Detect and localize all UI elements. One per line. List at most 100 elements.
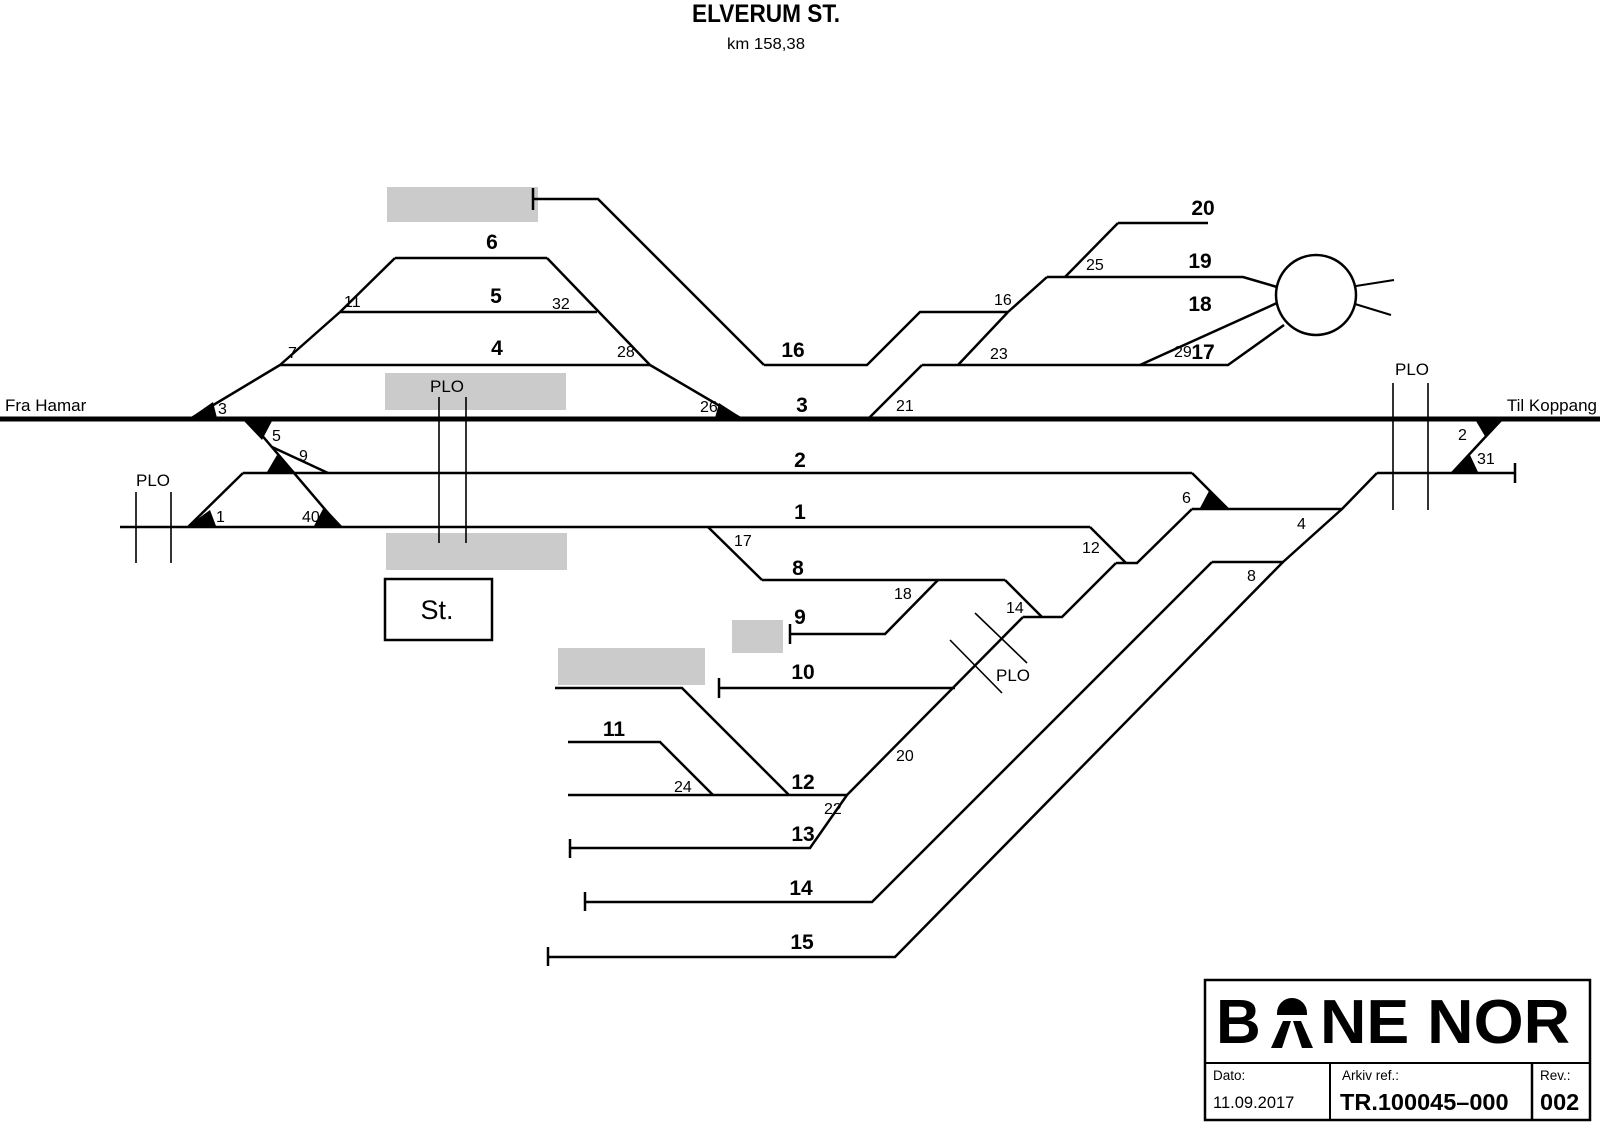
gather-line-1 xyxy=(1023,562,1117,619)
brand-logo-dome-icon xyxy=(1277,998,1307,1015)
switch-8-label: 8 xyxy=(1247,568,1256,585)
switch-24-label: 24 xyxy=(674,779,692,796)
yard-diagonal-12-13 xyxy=(846,616,1024,796)
switch-numbers: 3 5 9 1 40 7 11 32 28 26 21 23 16 25 29 … xyxy=(216,257,1495,818)
direction-west: Fra Hamar xyxy=(5,396,87,415)
switch-14-line xyxy=(1004,579,1043,618)
plo-station-label: PLO xyxy=(430,377,464,396)
track-20-label: 20 xyxy=(1191,197,1214,220)
platform-track6 xyxy=(387,187,538,222)
switch-20-label: 20 xyxy=(896,748,914,765)
track-18-line xyxy=(1139,301,1278,367)
switch-9-label: 9 xyxy=(299,448,308,465)
junction-markers xyxy=(188,402,1502,526)
switch-17-label: 17 xyxy=(734,533,752,550)
title-block-frame xyxy=(1203,978,1592,1122)
brand-logo-prefix: B xyxy=(1216,988,1261,1057)
switch-6-label: 6 xyxy=(1182,490,1191,507)
brand-logo: B NE NOR xyxy=(1216,988,1570,1057)
date-value: 11.09.2017 xyxy=(1213,1094,1294,1112)
platform-track11 xyxy=(558,648,705,685)
marker-switch-2 xyxy=(1476,421,1502,438)
track-13-line xyxy=(570,794,849,850)
track-11-label: 11 xyxy=(603,718,626,741)
switch-1-line xyxy=(187,472,244,528)
platform-main xyxy=(385,373,566,410)
switch-29-label: 29 xyxy=(1174,344,1192,361)
marker-switch-26 xyxy=(715,403,742,418)
switch-9-line xyxy=(271,445,329,475)
marker-switch-5 xyxy=(244,421,272,440)
track-15-label: 15 xyxy=(790,931,814,954)
track-15-line xyxy=(548,561,1284,959)
track-18-label: 18 xyxy=(1188,293,1212,316)
switch-21-line xyxy=(867,364,923,420)
switch-17-line xyxy=(707,526,763,581)
switch-11-line xyxy=(339,257,396,313)
level-crossings xyxy=(135,383,1429,694)
track-1-label: 1 xyxy=(794,501,806,524)
station-building-box xyxy=(383,577,494,642)
plo-mid-bar2 xyxy=(949,639,1003,694)
switch-5-label: 5 xyxy=(272,428,281,445)
platform-track1 xyxy=(386,533,567,570)
track-16-label: 16 xyxy=(781,339,804,362)
turntable-circle xyxy=(1274,253,1358,337)
platform-track9 xyxy=(732,620,783,653)
switch-32-28-line xyxy=(546,257,651,366)
switch-25-label: 25 xyxy=(1086,257,1104,274)
switch-28-label: 28 xyxy=(617,344,635,361)
plo-mid-label: PLO xyxy=(996,666,1030,685)
switch-23-label: 23 xyxy=(990,346,1008,363)
track-17-line xyxy=(922,323,1285,367)
track-12-label: 12 xyxy=(791,771,814,794)
track-19-label: 19 xyxy=(1188,250,1211,273)
direction-east: Til Koppang xyxy=(1507,396,1597,415)
title-block: B NE NOR Dato: 11.09.2017 Arkiv ref.: TR… xyxy=(1203,978,1592,1122)
stub-diagonal-line xyxy=(533,197,765,366)
page-subtitle: km 158,38 xyxy=(727,36,805,53)
track-14-line xyxy=(585,561,1213,904)
revision-label: Rev.: xyxy=(1540,1068,1571,1083)
switch-26-label: 26 xyxy=(700,399,718,416)
yard-riser-line xyxy=(1007,276,1048,313)
turntable-stubs xyxy=(1354,279,1395,316)
switch-7-label: 7 xyxy=(288,345,297,362)
marker-switch-3 xyxy=(190,402,217,418)
switch-3-label: 3 xyxy=(218,401,227,418)
marker-switch-1 xyxy=(188,510,216,526)
switch-4-label: 4 xyxy=(1297,516,1306,533)
switch-22-label: 22 xyxy=(824,801,842,818)
switch-18-label: 18 xyxy=(894,586,912,603)
track-10-label: 10 xyxy=(791,661,814,684)
track-17-label: 17 xyxy=(1191,341,1214,364)
track-13-label: 13 xyxy=(791,823,814,846)
date-label: Dato: xyxy=(1213,1068,1245,1083)
switch-12-line xyxy=(1089,526,1127,564)
track-8-label: 8 xyxy=(792,557,804,580)
track-9-label: 9 xyxy=(794,606,806,629)
switch-21-label: 21 xyxy=(896,398,914,415)
switch-2-label: 2 xyxy=(1458,427,1467,444)
page-title: ELVERUM ST. xyxy=(692,0,840,28)
track-11-line xyxy=(568,740,714,796)
brand-logo-suffix: NE NOR xyxy=(1320,988,1570,1057)
gather-line-2 xyxy=(1116,508,1193,565)
station-building-label: St. xyxy=(420,595,453,625)
track-3-label: 3 xyxy=(796,394,808,417)
archive-value: TR.100045–000 xyxy=(1340,1089,1509,1115)
switch-12-label: 12 xyxy=(1082,540,1100,557)
platforms xyxy=(385,187,783,685)
track-9-line xyxy=(790,579,939,636)
turntable xyxy=(1274,253,1395,337)
marker-switch-40 xyxy=(314,507,342,526)
plo-mid-bar1 xyxy=(974,612,1028,664)
switch-23-line xyxy=(957,311,1009,366)
plo-west-label: PLO xyxy=(136,471,170,490)
marker-switch-31 xyxy=(1452,455,1478,472)
switch-40-label: 40 xyxy=(302,509,320,526)
switch-7-line xyxy=(279,311,341,366)
archive-label: Arkiv ref.: xyxy=(1342,1068,1399,1083)
